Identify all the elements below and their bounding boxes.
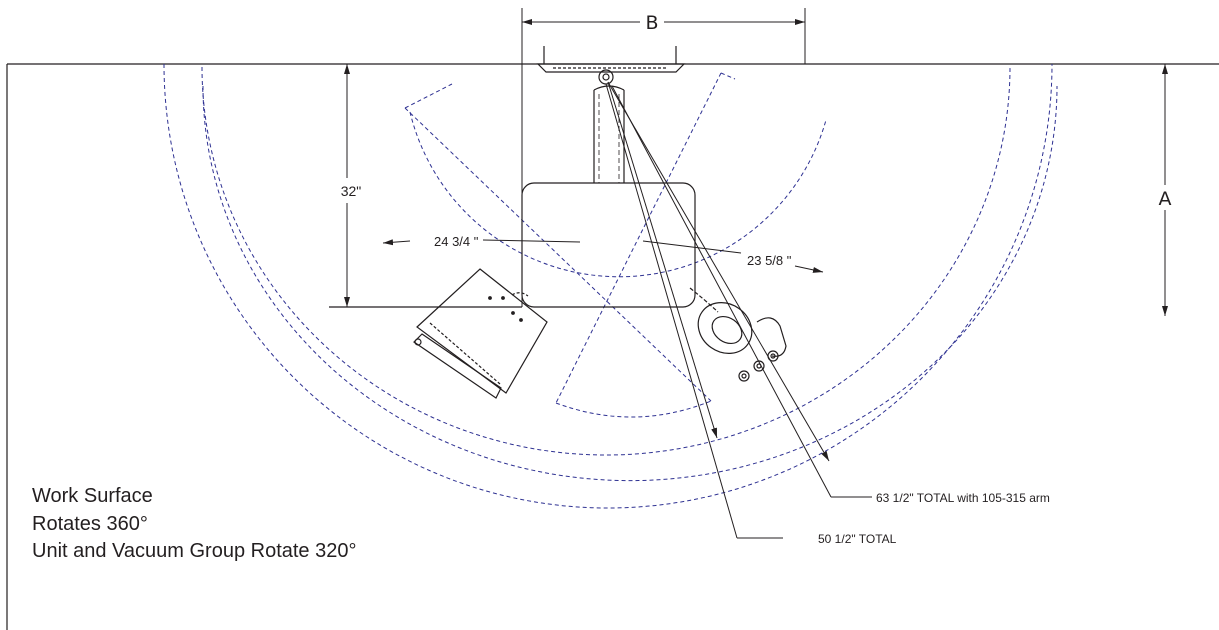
dimension-a-label: A: [1159, 188, 1172, 210]
dimension-b-label: B: [645, 12, 658, 34]
dimension-b: [521, 8, 806, 307]
note-rotates-360: Rotates 360°: [32, 512, 148, 535]
total-reach-leaders: [605, 81, 872, 539]
rotation-notes: Work Surface Rotates 360° Unit and Vacuu…: [32, 483, 356, 566]
right-reach-leader: [642, 240, 824, 273]
rotation-sector: [404, 72, 736, 418]
left-reach-leader: [382, 239, 581, 246]
left-reach-label: 24 3/4 ": [434, 234, 479, 249]
vacuum-group: [689, 287, 787, 382]
right-reach-label: 23 5/8 ": [747, 253, 792, 268]
total-reach-label: 50 1/2" TOTAL: [818, 532, 897, 546]
dimension-depth-label: 32": [341, 183, 362, 199]
ceiling-mount: [536, 46, 686, 183]
inner-swing-arc: [201, 66, 1011, 456]
note-work-surface: Work Surface: [32, 485, 153, 507]
instrument-tray: [413, 268, 548, 399]
swing-path-arcs: [163, 63, 1058, 509]
delivery-arc: [409, 111, 827, 278]
note-unit-rotate-320: Unit and Vacuum Group Rotate 320°: [32, 540, 357, 562]
middle-swing-arc: [202, 85, 1058, 482]
total-reach-long-arm-label: 63 1/2" TOTAL with 105-315 arm: [876, 491, 1050, 505]
outer-swing-arc: [163, 63, 1053, 509]
